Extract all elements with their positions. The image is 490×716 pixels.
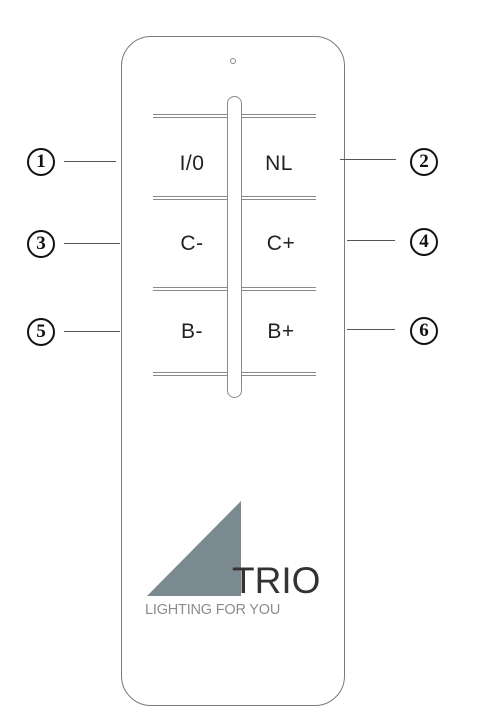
callout-leader-3 xyxy=(64,243,120,244)
button-color-plus[interactable]: C+ xyxy=(266,232,296,255)
button-on-off[interactable]: I/0 xyxy=(179,152,205,175)
callout-number-1: 1 xyxy=(27,148,55,176)
callout-number-4: 4 xyxy=(410,228,438,256)
callout-number-5: 5 xyxy=(27,318,55,346)
button-brightness-minus[interactable]: B- xyxy=(181,320,203,343)
callout-number-3: 3 xyxy=(27,230,55,258)
callout-number-2: 2 xyxy=(410,148,438,176)
callout-leader-4 xyxy=(347,240,395,241)
button-night-light[interactable]: NL xyxy=(265,152,293,175)
slider-track[interactable] xyxy=(227,96,242,398)
callout-leader-5 xyxy=(64,331,120,332)
callout-number-6: 6 xyxy=(410,317,438,345)
callout-leader-6 xyxy=(347,329,395,330)
button-brightness-plus[interactable]: B+ xyxy=(267,320,295,343)
callout-leader-1 xyxy=(64,161,116,162)
logo-tagline: LIGHTING FOR YOU xyxy=(145,602,281,618)
indicator-led xyxy=(230,58,236,64)
button-color-minus[interactable]: C- xyxy=(180,232,204,255)
logo-brand-text: TRIO xyxy=(232,560,321,601)
callout-leader-2 xyxy=(340,159,396,160)
